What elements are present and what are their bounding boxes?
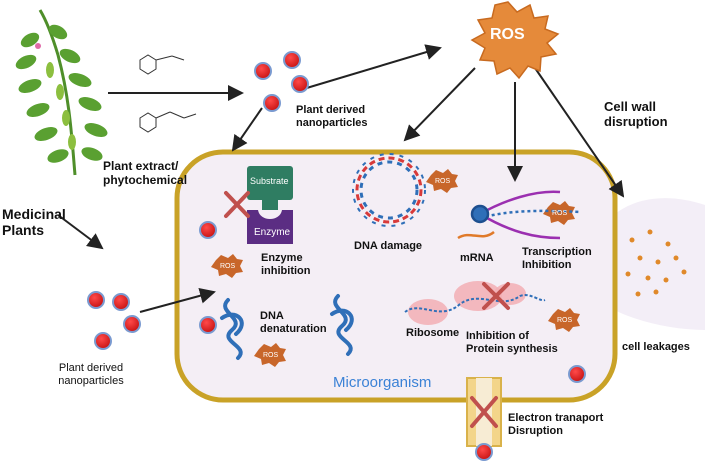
transcription-inhibition-label: Transcription Inhibition: [522, 246, 592, 271]
ros-small-label: ROS: [435, 178, 451, 185]
dna-denaturation-label: DNA denaturation: [260, 310, 327, 335]
enzyme-label: Enzyme: [254, 227, 291, 238]
nanoparticle: [199, 221, 217, 239]
arrow-plant-to-bottom-nanoparticles: [57, 214, 104, 250]
arrow-nanoparticles-to-ros: [299, 44, 442, 91]
ros-small-label: ROS: [263, 352, 279, 359]
nanoparticle: [87, 291, 105, 309]
plant-nanoparticles-top-label: Plant derived nanoparticles: [296, 104, 368, 129]
plant-nanoparticles-bottom-label: Plant derived nanoparticles: [58, 362, 124, 387]
ros-small-4: [543, 201, 575, 225]
microorganism-cell: [174, 149, 618, 403]
chemical-structures: [139, 54, 197, 133]
cell-leakage-plume: [600, 198, 705, 330]
protein-synthesis-label: Inhibition of Protein synthesis: [466, 330, 558, 355]
dna-coil-icon: [220, 298, 244, 360]
nanoparticle: [475, 443, 493, 461]
mrna-transcription-icon: [457, 190, 581, 240]
nanoparticle: [112, 293, 130, 311]
enzyme-inhibition-label: Enzyme inhibition: [261, 252, 311, 277]
microorganism-label: Microorganism: [333, 374, 432, 391]
nanoparticle: [123, 315, 141, 333]
cell-wall-disruption-label: Cell wall disruption: [604, 99, 668, 129]
ros-small-2: [254, 343, 286, 367]
nanoparticle: [94, 332, 112, 350]
cell-leakages-label: cell leakages: [622, 341, 690, 353]
ros-burst: [470, 1, 560, 80]
ros-small-1: [211, 254, 243, 278]
arrow-nanoparticles-to-enzyme: [231, 107, 263, 152]
electron-transport-label: Electron tranaport Disruption: [508, 412, 604, 437]
ros-small-label: ROS: [220, 263, 236, 270]
nanoparticle: [199, 316, 217, 334]
circular-dna-icon: [352, 153, 426, 227]
nanoparticle: [568, 365, 586, 383]
nanoparticle: [283, 51, 301, 69]
nanoparticle: [291, 75, 309, 93]
ribosome-label: Ribosome: [406, 327, 460, 339]
cell-leakage-dots: [625, 229, 687, 297]
ros-small-5: [548, 308, 580, 332]
ros-main-label: ROS: [490, 26, 525, 43]
arrow-nanoparticles-to-cell: [139, 287, 216, 313]
medicinal-plants-label: Medicinal Plants: [2, 206, 66, 239]
dna-coil-icon: [330, 294, 354, 356]
nanoparticle: [263, 94, 281, 112]
arrow-ros-to-dna: [403, 67, 476, 142]
nanoparticle: [254, 62, 272, 80]
mrna-label: mRNA: [460, 252, 494, 264]
substrate-label: Substrate: [250, 176, 289, 186]
ribosome-icon: [404, 281, 546, 325]
enzyme-substrate: [224, 166, 293, 244]
dna-damage-label: DNA damage: [354, 240, 423, 252]
ros-small-3: [426, 169, 458, 193]
medicinal-plant-icon: [15, 9, 108, 176]
arrow-ros-to-cell-wall: [534, 67, 625, 198]
ros-small-label: ROS: [557, 317, 573, 324]
plant-extract-label: Plant extract/ phytochemical: [103, 159, 188, 187]
ros-small-label: ROS: [552, 210, 568, 217]
electron-transport-channel: [466, 377, 502, 447]
